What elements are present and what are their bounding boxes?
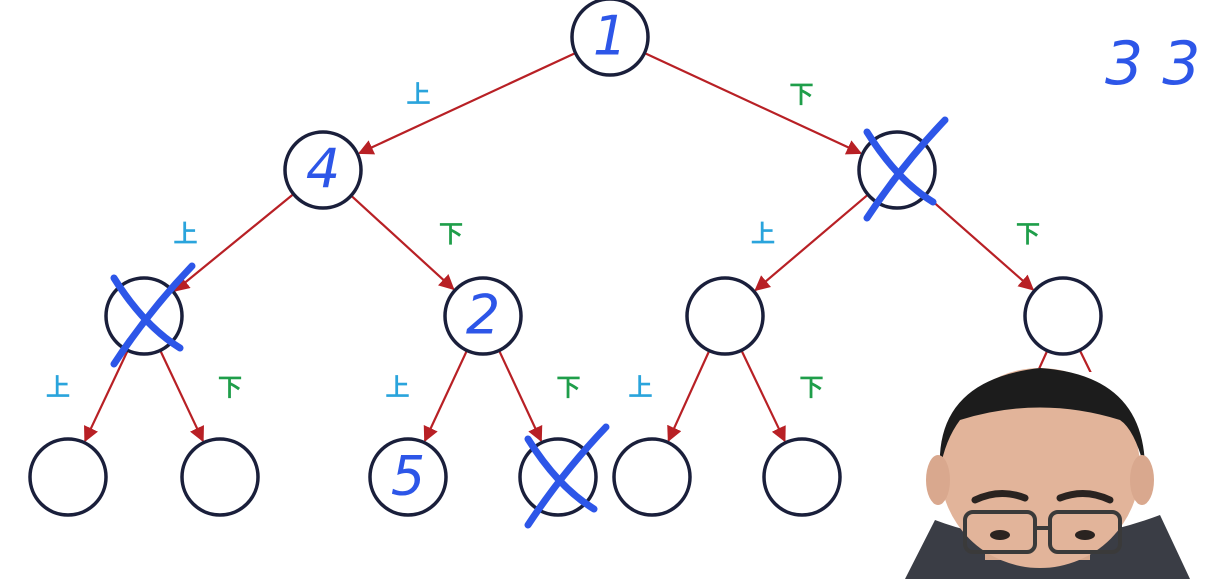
tree-node bbox=[28, 437, 108, 517]
cross-out-stroke bbox=[110, 262, 196, 368]
tree-node bbox=[180, 437, 260, 517]
tree-edge bbox=[350, 194, 455, 291]
tree-edge bbox=[84, 349, 129, 443]
tree-edge bbox=[173, 193, 295, 292]
handwriting-layer: 1 4 2 5 bbox=[110, 5, 949, 529]
tree-node bbox=[368, 437, 448, 517]
tree-node bbox=[1023, 276, 1103, 356]
edge-label: 上 bbox=[174, 220, 198, 248]
tree-edge bbox=[159, 349, 204, 443]
tree-node bbox=[612, 437, 692, 517]
tree-edge bbox=[667, 350, 711, 442]
edge-label: 上 bbox=[751, 220, 775, 248]
edge-labels-layer: 上下上下上下上下上下上下上下 bbox=[46, 81, 1163, 402]
tree-edge bbox=[754, 193, 869, 292]
tree-node bbox=[762, 437, 842, 517]
handwritten-note: 3 3 bbox=[1105, 29, 1200, 99]
edge-label: 下 bbox=[439, 220, 463, 248]
tree-edge bbox=[357, 51, 576, 155]
tree-node bbox=[685, 276, 765, 356]
edge-label: 上 bbox=[46, 374, 70, 402]
edge-label: 下 bbox=[1016, 220, 1040, 248]
node-handwritten-number: 4 bbox=[306, 138, 340, 201]
edge-label: 下 bbox=[800, 374, 824, 402]
node-handwritten-number: 5 bbox=[391, 445, 425, 508]
node-handwritten-number: 1 bbox=[593, 5, 627, 68]
cross-out-stroke bbox=[524, 423, 610, 529]
tree-edge bbox=[644, 51, 863, 155]
tree-edge bbox=[740, 349, 786, 443]
tree-node bbox=[443, 276, 523, 356]
presenter-video-overlay bbox=[905, 368, 1215, 579]
edge-label: 上 bbox=[386, 374, 410, 402]
tree-edge bbox=[924, 194, 1035, 291]
tree-edge bbox=[498, 349, 543, 443]
cross-out-stroke bbox=[863, 116, 949, 222]
tree-edge bbox=[423, 349, 468, 443]
edge-label: 下 bbox=[557, 374, 581, 402]
tree-node bbox=[283, 130, 363, 210]
tree-node bbox=[570, 0, 650, 77]
edge-label: 上 bbox=[629, 374, 653, 402]
edge-label: 下 bbox=[790, 81, 814, 109]
node-handwritten-number: 2 bbox=[466, 284, 500, 347]
edge-label: 下 bbox=[218, 374, 242, 402]
edge-label: 上 bbox=[407, 81, 431, 109]
